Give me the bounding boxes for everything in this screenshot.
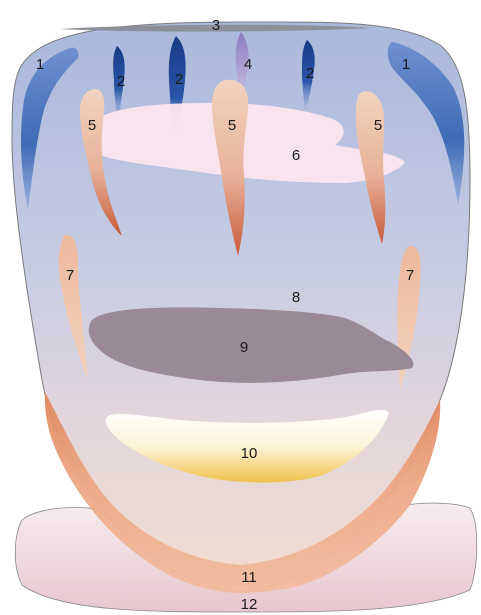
label-2-right: 2 (306, 65, 314, 82)
label-4: 4 (244, 56, 252, 73)
label-7-left: 7 (66, 267, 74, 284)
label-5-right: 5 (374, 117, 382, 134)
label-1-left: 1 (36, 56, 44, 73)
label-12: 12 (241, 596, 258, 613)
label-5-center: 5 (228, 117, 236, 134)
label-6: 6 (292, 147, 300, 164)
label-11: 11 (241, 569, 257, 586)
label-7-right: 7 (406, 267, 414, 284)
label-9: 9 (240, 339, 248, 356)
label-5-left: 5 (88, 117, 96, 134)
label-8: 8 (292, 289, 300, 306)
label-10: 10 (241, 445, 258, 462)
label-1-right: 1 (402, 56, 410, 73)
label-2-left: 2 (117, 73, 125, 90)
label-3: 3 (212, 17, 220, 34)
label-2-middle: 2 (175, 71, 183, 88)
